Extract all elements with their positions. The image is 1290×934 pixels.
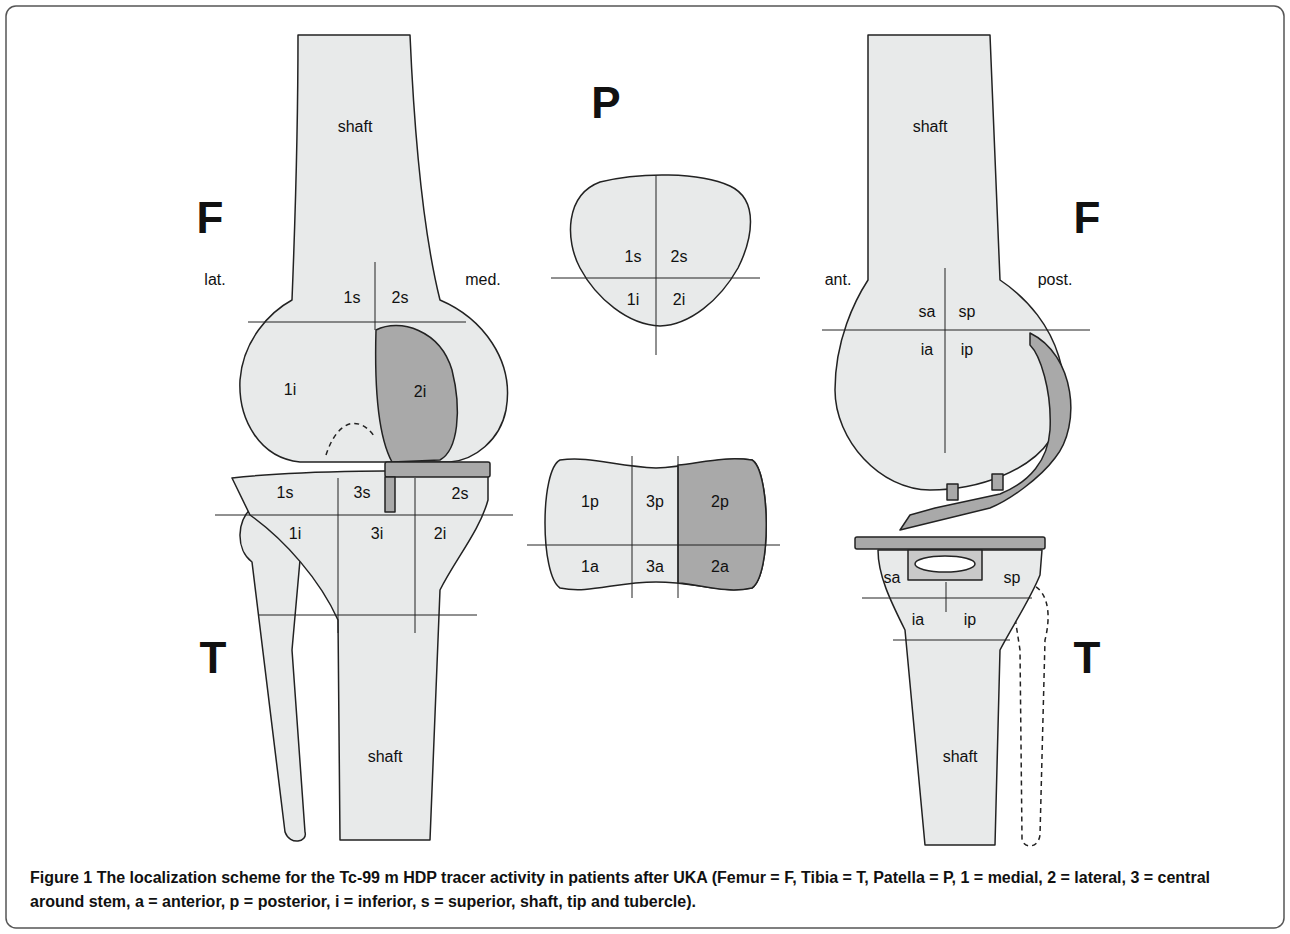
- region-label: 2i: [673, 292, 685, 308]
- region-label: sa: [919, 304, 936, 320]
- region-label: 2p: [711, 494, 729, 510]
- region-label: ia: [912, 612, 924, 628]
- bone-letter: F: [197, 196, 224, 240]
- region-label: 1i: [284, 382, 296, 398]
- region-label: ip: [964, 612, 976, 628]
- region-label: shaft: [943, 749, 978, 765]
- region-label: 2i: [414, 384, 426, 400]
- region-label: 2a: [711, 559, 729, 575]
- region-label: 2i: [434, 526, 446, 542]
- region-label: 1s: [277, 485, 294, 501]
- region-label: 1p: [581, 494, 599, 510]
- region-label: 1s: [344, 290, 361, 306]
- region-label: 2s: [392, 290, 409, 306]
- region-label: 3i: [371, 526, 383, 542]
- bone-letter: F: [1074, 196, 1101, 240]
- region-label: med.: [465, 272, 501, 288]
- region-label: 1s: [625, 249, 642, 265]
- bone-letter: T: [1074, 636, 1101, 680]
- region-label: 3s: [354, 485, 371, 501]
- figure-caption: Figure 1 The localization scheme for the…: [30, 866, 1260, 914]
- region-label: ia: [921, 342, 933, 358]
- region-label: shaft: [368, 749, 403, 765]
- region-label: post.: [1038, 272, 1073, 288]
- region-label: 3a: [646, 559, 664, 575]
- region-label: lat.: [204, 272, 225, 288]
- bone-letter: P: [591, 81, 620, 125]
- region-label: sa: [884, 570, 901, 586]
- region-label: 1i: [627, 292, 639, 308]
- region-label: 2s: [452, 486, 469, 502]
- region-label: 3p: [646, 494, 664, 510]
- region-label: sp: [959, 304, 976, 320]
- region-label: 2s: [671, 249, 688, 265]
- region-label: shaft: [913, 119, 948, 135]
- region-label: ip: [961, 342, 973, 358]
- region-label: sp: [1004, 570, 1021, 586]
- region-label: shaft: [338, 119, 373, 135]
- region-label: 1a: [581, 559, 599, 575]
- region-label: 1i: [289, 526, 301, 542]
- region-label: ant.: [825, 272, 852, 288]
- bone-letter: T: [200, 636, 227, 680]
